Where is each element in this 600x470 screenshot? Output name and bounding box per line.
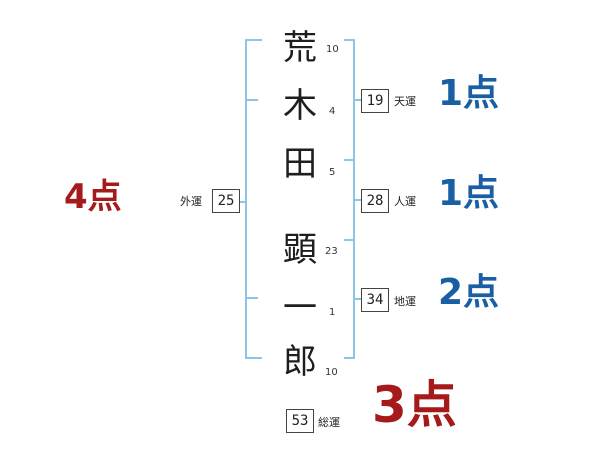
name-char-1: 荒 xyxy=(283,28,317,68)
souun-score: 3点 xyxy=(372,376,457,434)
stroke-count-5: 1 xyxy=(329,307,336,318)
stroke-count-4: 23 xyxy=(325,246,338,257)
stroke-count-6: 10 xyxy=(325,367,338,378)
tenun-score: 1点 xyxy=(438,73,500,114)
chiun-score: 2点 xyxy=(438,272,500,313)
name-char-4: 顕 xyxy=(283,230,317,270)
gaiun-score: 4点 xyxy=(64,177,122,217)
stroke-count-3: 5 xyxy=(329,167,336,178)
tenun-label: 天運 xyxy=(394,95,416,108)
souun-value-box: 53 xyxy=(286,409,314,433)
name-char-2: 木 xyxy=(283,86,317,126)
chiun-label: 地運 xyxy=(394,295,416,308)
gaiun-label: 外運 xyxy=(180,195,202,208)
chiun-value-box: 34 xyxy=(361,288,389,312)
stroke-count-1: 10 xyxy=(326,44,339,55)
souun-label: 総運 xyxy=(318,416,340,429)
stroke-count-2: 4 xyxy=(329,106,336,117)
gaiun-value-box: 25 xyxy=(212,189,240,213)
tenun-value-box: 19 xyxy=(361,89,389,113)
jinun-value-box: 28 xyxy=(361,189,389,213)
name-char-5: 一 xyxy=(283,288,317,328)
name-char-6: 郎 xyxy=(283,342,317,382)
jinun-label: 人運 xyxy=(394,195,416,208)
name-char-3: 田 xyxy=(283,144,317,184)
jinun-score: 1点 xyxy=(438,173,500,214)
